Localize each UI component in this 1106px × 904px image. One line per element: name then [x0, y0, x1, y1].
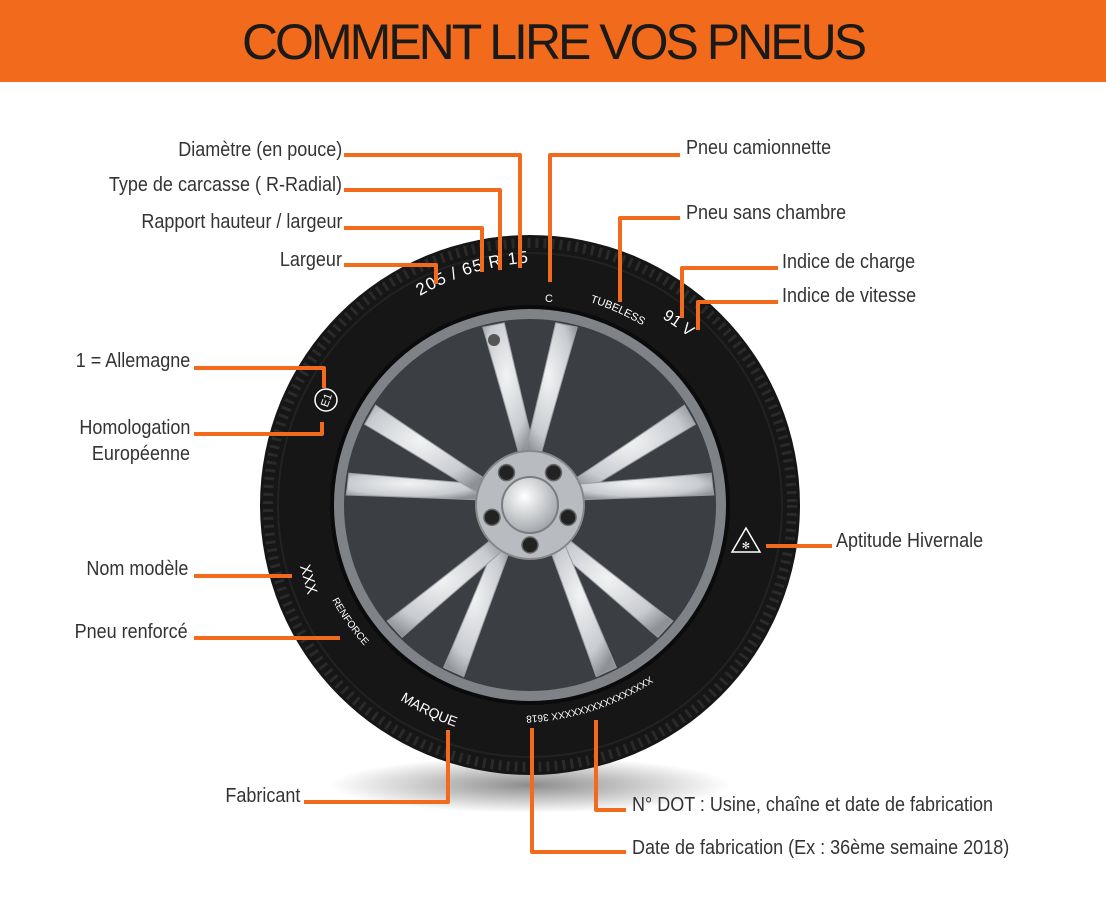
leader-homologation	[194, 422, 324, 436]
label-fabricant: Fabricant	[224, 785, 300, 807]
leader-charge	[680, 266, 778, 318]
rim-spokes	[345, 322, 715, 678]
page-title: COMMENT LIRE VOS PNEUS	[241, 14, 867, 70]
leader-diametre	[344, 153, 522, 268]
label-renforce: Pneu renforcé	[74, 621, 188, 643]
leader-camionnette	[548, 153, 680, 282]
label-dot: N° DOT : Usine, chaîne et date de fabric…	[632, 794, 994, 816]
leader-rapport	[344, 226, 484, 272]
leader-carcasse	[344, 188, 502, 270]
label-largeur: Largeur	[279, 249, 342, 271]
label-homologation-line1: Homologation	[78, 417, 190, 439]
lug-nut	[544, 463, 563, 482]
label-diametre: Diamètre (en pouce)	[177, 139, 342, 161]
label-carcasse: Type de carcasse ( R-Radial)	[108, 174, 342, 196]
label-sans-chambre: Pneu sans chambre	[686, 202, 847, 224]
snowflake-mountain-icon: ✻	[730, 526, 762, 553]
leader-largeur	[344, 263, 438, 284]
label-homologation-line2: Européenne	[91, 443, 190, 465]
label-hivernale: Aptitude Hivernale	[836, 530, 984, 552]
lug-nut	[521, 536, 539, 554]
label-camionnette: Pneu camionnette	[686, 137, 832, 159]
camionnette-marking: C	[545, 293, 553, 305]
label-date: Date de fabrication (Ex : 36ème semaine …	[632, 837, 1010, 859]
leader-dot	[594, 720, 626, 812]
leader-sans-chambre	[618, 216, 680, 302]
hub-cap	[501, 476, 559, 534]
lug-nuts	[483, 463, 577, 554]
valve-stem	[488, 334, 500, 346]
label-nom-modele: Nom modèle	[85, 558, 188, 580]
label-charge: Indice de charge	[782, 251, 916, 273]
svg-text:E1: E1	[319, 392, 335, 409]
svg-text:✻: ✻	[742, 541, 750, 552]
leader-lines	[194, 153, 832, 854]
label-allemagne: 1 = Allemagne	[75, 350, 190, 372]
label-rapport: Rapport hauteur / largeur	[140, 211, 342, 233]
label-vitesse: Indice de vitesse	[782, 285, 917, 307]
lug-nut	[483, 508, 501, 527]
header-bar: COMMENT LIRE VOS PNEUS	[0, 0, 1106, 82]
leader-date	[530, 728, 626, 854]
leader-fabricant	[304, 730, 450, 804]
approval-e1-marking: E1	[314, 388, 338, 412]
lug-nut	[559, 508, 577, 527]
leader-vitesse	[696, 300, 778, 330]
tire-tread	[263, 238, 797, 772]
lug-nut	[497, 463, 516, 482]
leader-allemagne	[194, 366, 326, 388]
